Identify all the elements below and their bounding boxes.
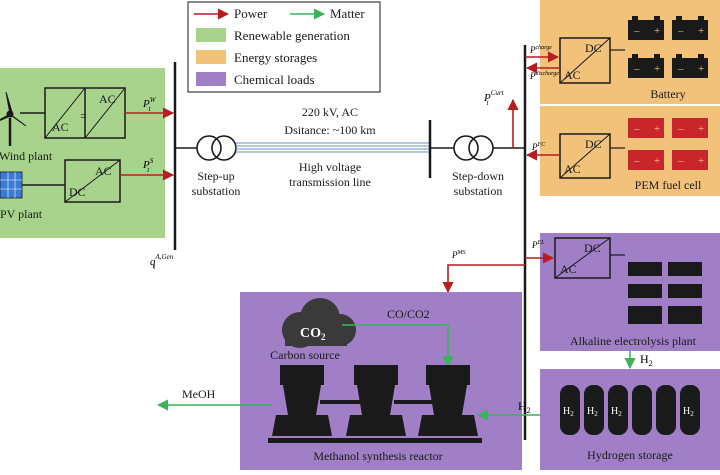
transmission-line [236,142,430,153]
fuel-cell-converter: DC AC [559,133,611,179]
fuel-cell-stack-icon: – + – + – + – + [628,118,708,170]
electrolysis-power-label: PEL [531,240,545,250]
step-up-transformer-icon [196,135,237,161]
methanol-power-arrow [442,264,525,294]
fuel-cell-label: PEM fuel cell [635,178,702,192]
svg-text:H2: H2 [563,406,574,418]
svg-text:H2: H2 [587,406,598,418]
h2-reactor-label: H2 [518,399,531,415]
fuel-cell-ac-label: AC [564,162,581,176]
battery-converter: DC AC [559,37,611,84]
svg-text:–: – [677,63,684,75]
battery-discharge-label: Pdischarge [529,71,559,81]
voltage-label: 220 kV, AC [302,105,358,119]
legend-power-label: Power [234,6,268,21]
svg-text:–: – [677,155,684,167]
svg-text:+: + [698,63,704,75]
svg-text:–: – [633,25,640,37]
electrolysis-label: Alkaline electrolysis plant [570,334,697,348]
battery-dc-label: DC [585,41,602,55]
svg-text:+: + [654,63,660,75]
svg-text:–: – [633,155,640,167]
wind-ac-right-label: AC [99,92,116,106]
co-flow-arrow [342,324,454,368]
meoh-label: MeOH [182,387,216,401]
battery-charge-label: Pcharge [529,45,552,55]
electrolysis-converter: DC AC [554,237,611,279]
pv-plant-label: PV plant [0,207,43,221]
svg-text:+: + [654,155,660,167]
battery-label: Battery [650,87,685,101]
methanol-reactor-label: Methanol synthesis reactor [313,449,442,463]
methanol-power-label: PMS [451,250,466,260]
wind-ac-left-label: AC [52,120,69,134]
co2-cloud-icon: CO2 [282,298,356,348]
electrolyzer-stacks-icon [628,262,702,324]
hydrogen-storage-label: Hydrogen storage [587,448,673,462]
battery-ac-label: AC [564,68,581,82]
legend-renewable-swatch [196,28,226,42]
pv-converter: DC AC [64,159,121,203]
svg-text:+: + [654,123,660,135]
legend-matter-label: Matter [330,6,365,21]
co-co2-label: CO/CO2 [387,307,430,321]
electrolysis-ac-label: AC [560,262,577,276]
wind-eq-label: = [80,109,87,123]
legend-chemical-swatch [196,72,226,86]
legend-chemical-label: Chemical loads [234,72,315,87]
svg-text:+: + [698,155,704,167]
h2-flow-label: H2 [640,352,653,368]
svg-text:+: + [698,123,704,135]
wind-converter: AC = AC [44,87,126,139]
svg-text:H2: H2 [683,406,694,418]
legend: Power Matter Renewable generation Energy… [187,1,381,93]
fuel-cell-power-label: PFC [531,142,546,152]
hydrogen-tanks-icon: H2 H2 H2 H2 [560,385,700,435]
pv-ac-label: AC [95,164,112,178]
svg-text:–: – [677,123,684,135]
pv-panel-icon [0,171,23,199]
legend-renewable-label: Renewable generation [234,28,350,43]
svg-text:–: – [677,25,684,37]
distance-label: Dsitance: ~100 km [284,123,376,137]
step-down-transformer-icon [453,135,494,161]
svg-text:+: + [698,25,704,37]
wind-turbine-icon [0,91,27,146]
reactor-towers-icon [268,365,482,443]
wind-plant-label: Wind plant [0,149,53,163]
electrolysis-dc-label: DC [584,241,601,255]
carbon-source-label: Carbon source [270,348,340,362]
legend-storage-label: Energy storages [234,50,317,65]
pv-dc-label: DC [69,185,86,199]
fuel-cell-dc-label: DC [585,137,602,151]
svg-text:–: – [633,123,640,135]
legend-storage-swatch [196,50,226,64]
svg-text:+: + [654,25,660,37]
svg-text:H2: H2 [611,406,622,418]
battery-cells-icon: – + – + – + – + [628,16,708,78]
svg-text:–: – [633,63,640,75]
svg-text:CO2: CO2 [300,326,326,342]
